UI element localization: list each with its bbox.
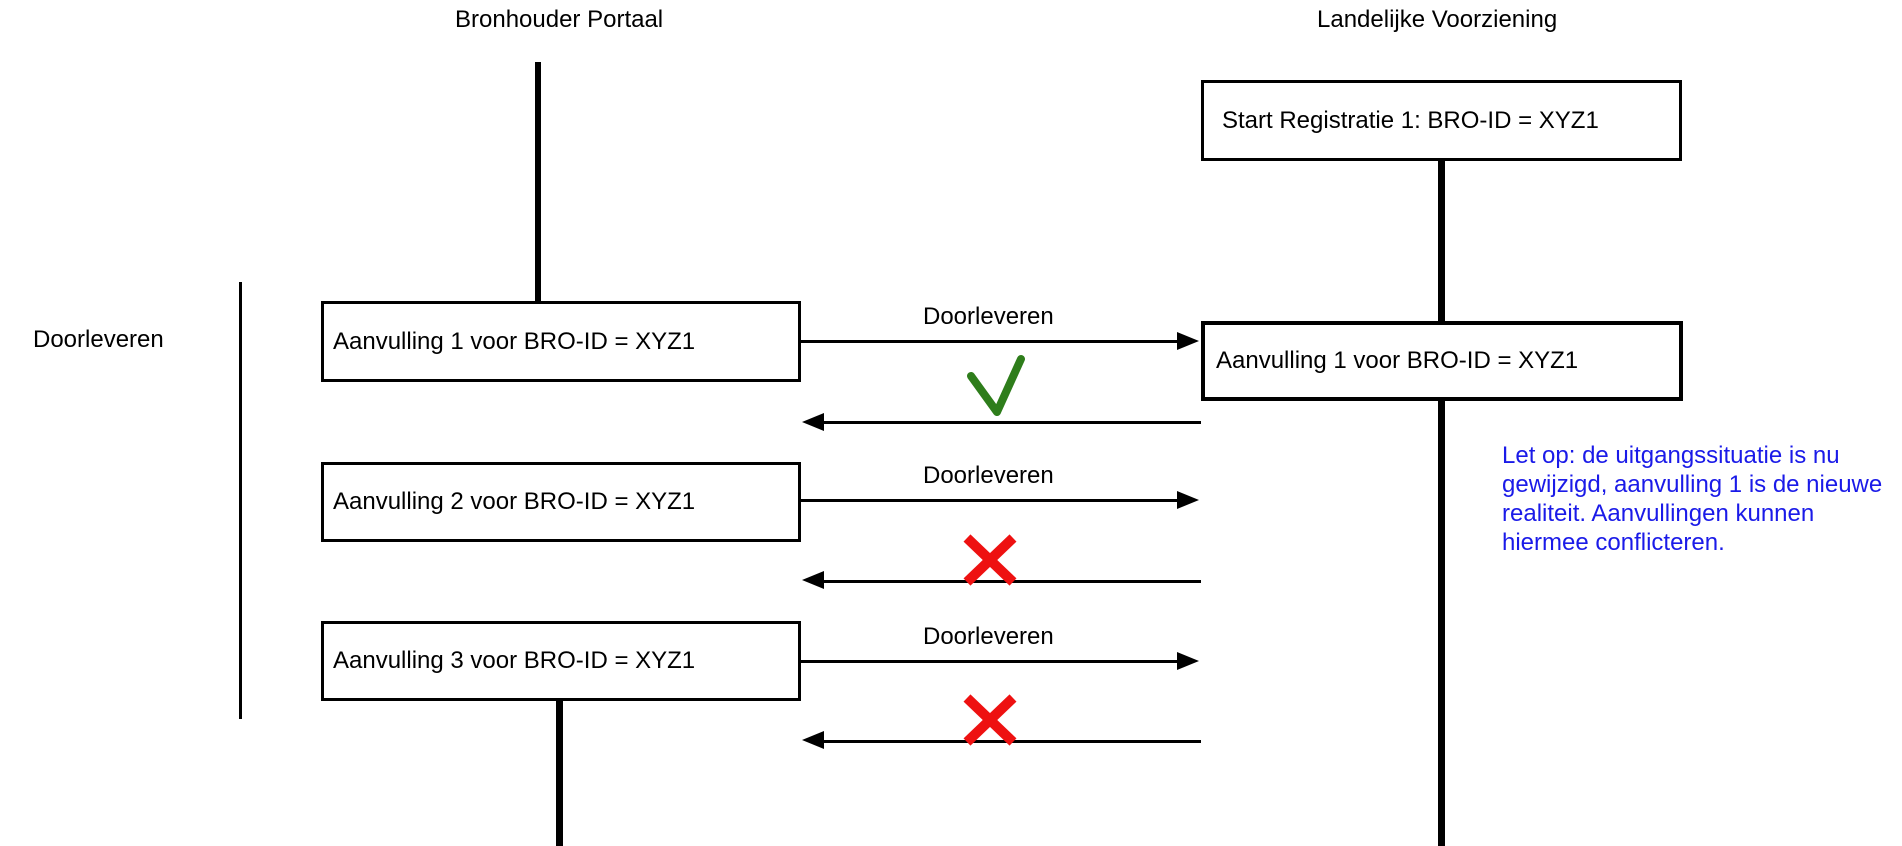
box-aanvulling-1-left: Aanvulling 1 voor BRO-ID = XYZ1	[321, 301, 801, 382]
return-arrow-1-line	[823, 421, 1201, 424]
arrowhead-left-icon	[802, 731, 824, 749]
box-start-registratie: Start Registratie 1: BRO-ID = XYZ1	[1201, 80, 1682, 161]
return-arrow-2-line	[823, 580, 1201, 583]
message-label-doorleveren-2: Doorleveren	[923, 462, 1054, 489]
message-label-doorleveren-1: Doorleveren	[923, 303, 1054, 330]
box-aanvulling-3-left: Aanvulling 3 voor BRO-ID = XYZ1	[321, 621, 801, 701]
arrowhead-left-icon	[802, 571, 824, 589]
group-bracket-line	[239, 282, 242, 719]
message-arrow-2-line	[801, 499, 1178, 502]
arrowhead-left-icon	[802, 413, 824, 431]
actor-title-bronhouder-portaal: Bronhouder Portaal	[455, 6, 664, 33]
box-aanvulling-2-left: Aanvulling 2 voor BRO-ID = XYZ1	[321, 462, 801, 542]
lifeline-landelijke-bottom	[1438, 400, 1445, 846]
success-check-icon	[967, 355, 1025, 416]
lifeline-bronhouder-bottom	[556, 700, 563, 846]
actor-title-landelijke-voorziening: Landelijke Voorziening	[1317, 6, 1558, 33]
group-label-doorleveren: Doorleveren	[33, 326, 164, 353]
return-arrow-3-line	[823, 740, 1201, 743]
arrowhead-right-icon	[1177, 491, 1199, 509]
box-aanvulling-1-right: Aanvulling 1 voor BRO-ID = XYZ1	[1201, 321, 1683, 401]
arrowhead-right-icon	[1177, 652, 1199, 670]
note-conflict-warning: Let op: de uitgangssituatie is nu gewijz…	[1502, 442, 1883, 556]
message-label-doorleveren-3: Doorleveren	[923, 623, 1054, 650]
arrowhead-right-icon	[1177, 332, 1199, 350]
failure-cross-icon	[963, 534, 1017, 586]
message-arrow-3-line	[801, 660, 1178, 663]
failure-cross-icon	[963, 694, 1017, 746]
lifeline-landelijke-top	[1438, 160, 1445, 321]
message-arrow-1-line	[801, 340, 1178, 343]
lifeline-bronhouder-top	[535, 62, 541, 302]
